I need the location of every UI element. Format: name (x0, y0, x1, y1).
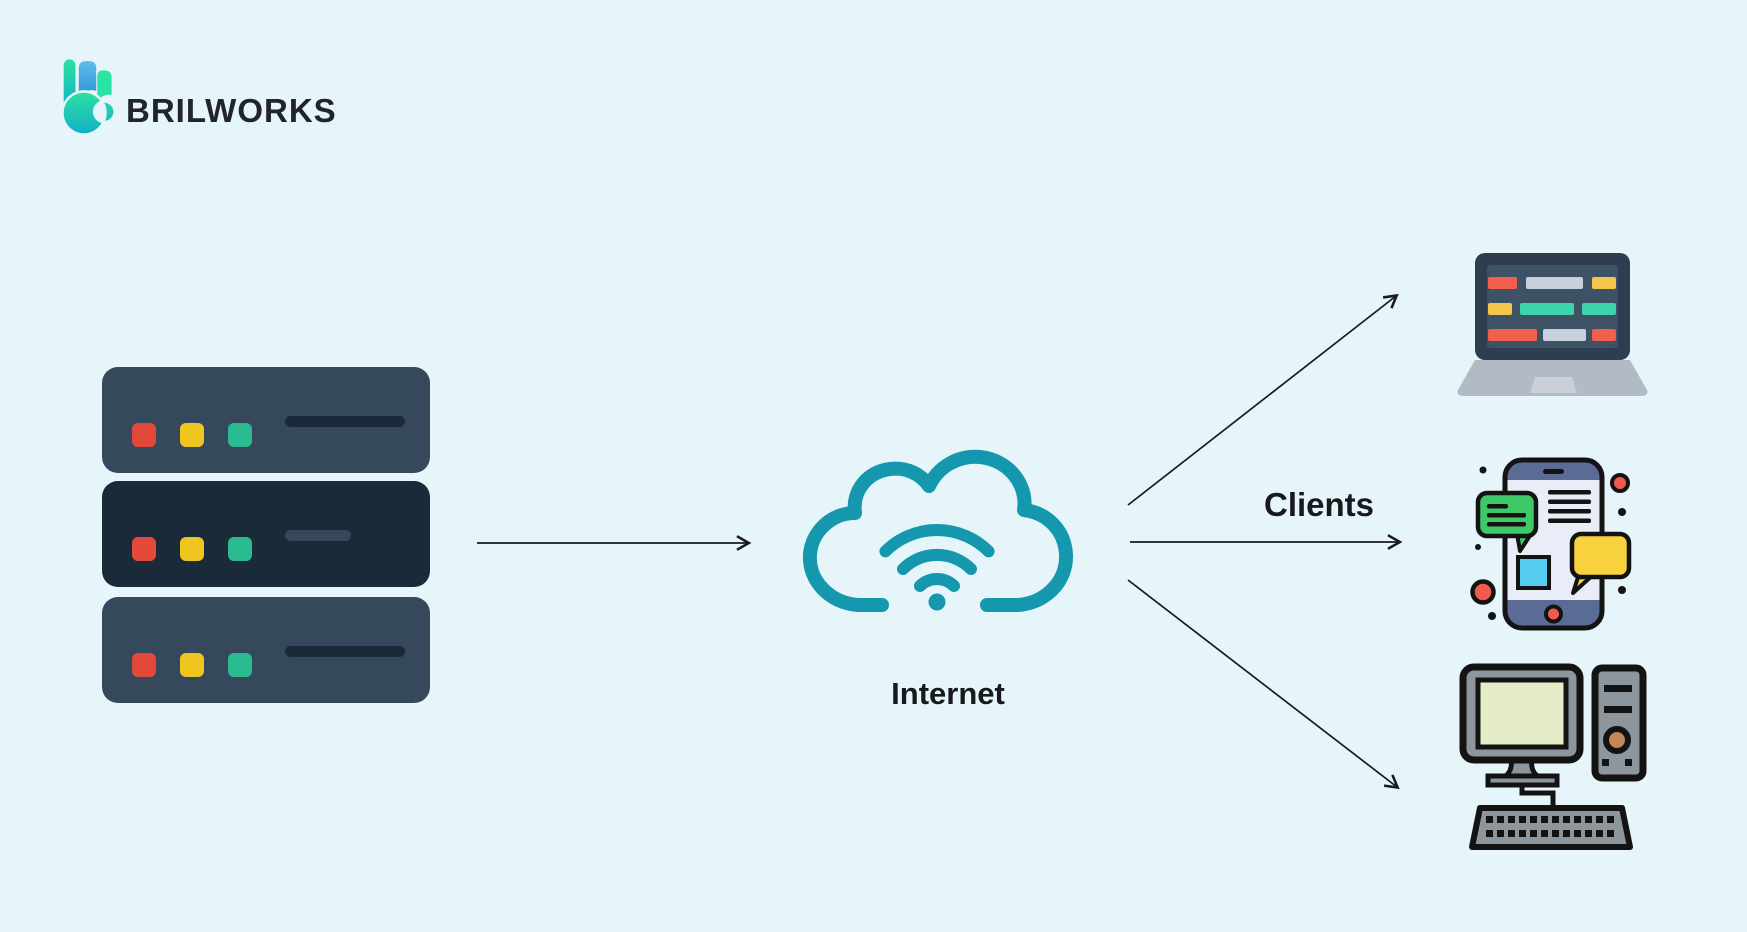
server-slot-line (285, 646, 405, 657)
brand-name: BRILWORKS (126, 92, 337, 129)
wifi-waves (879, 524, 995, 592)
laptop-code-icon (1457, 253, 1648, 396)
app-tile (1516, 555, 1551, 590)
status-green-square (228, 537, 252, 561)
code-bars (1488, 277, 1616, 341)
laptop-trackpad (1530, 377, 1577, 393)
screen-text-lines (1548, 490, 1591, 523)
brand-logo: BRILWORKS (56, 54, 336, 136)
status-red-square (132, 423, 156, 447)
server-slot-line (285, 416, 405, 427)
arrow-internet-to-laptop (1127, 293, 1399, 506)
status-yellow-square (180, 423, 204, 447)
status-green-square (228, 653, 252, 677)
yellow-chat-bubble (1569, 531, 1632, 595)
monitor-screen (1475, 677, 1569, 750)
clients-label: Clients (1263, 486, 1375, 523)
tower (1591, 664, 1647, 782)
green-chat-bubble (1475, 490, 1539, 553)
status-yellow-square (180, 653, 204, 677)
cloud-outline (802, 449, 1073, 612)
status-green-square (228, 423, 252, 447)
desktop-computer-icon (1459, 663, 1647, 850)
wifi-dot (928, 593, 946, 611)
stand-base (1485, 773, 1560, 788)
cloud-wifi-icon (802, 449, 1073, 612)
server-unit-3 (102, 597, 430, 703)
status-red-square (132, 537, 156, 561)
smartphone-chat-icon (1470, 457, 1632, 631)
internet-label: Internet (891, 676, 1005, 711)
phone-speaker (1543, 469, 1564, 474)
decor-dots (1470, 466, 1630, 620)
server-slot-line (285, 530, 351, 541)
keyboard (1469, 805, 1633, 850)
brilworks-logo-icon (61, 56, 116, 136)
server-unit-2 (102, 481, 430, 587)
server-unit-1 (102, 367, 430, 473)
status-red-square (132, 653, 156, 677)
arrow-internet-to-desktop (1127, 579, 1400, 790)
status-yellow-square (180, 537, 204, 561)
home-button (1544, 604, 1563, 624)
